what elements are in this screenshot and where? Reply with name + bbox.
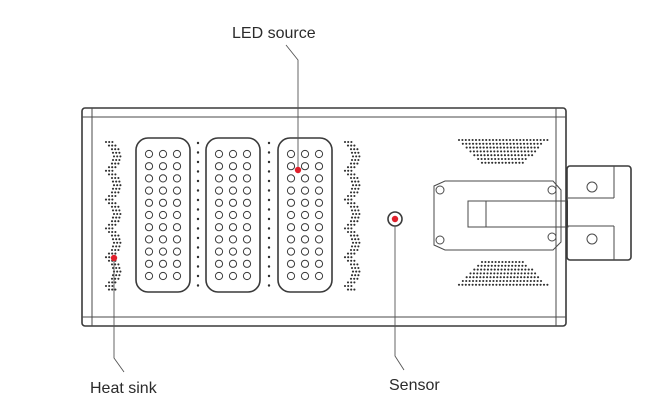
led-panel-right [277,137,333,293]
vent-dot-pattern-icon [343,140,361,291]
led-panel-left [135,137,191,293]
separator-dots [196,141,271,287]
vent-dot-pattern-icon [457,138,549,164]
lamp-housing [81,107,567,327]
led-panel-center [205,137,261,293]
callout-heat-sink: Heat sink [90,254,158,397]
led-circle-grid-icon [286,149,324,281]
callout-sensor: Sensor [389,226,440,394]
vent-dot-pattern-icon [104,140,122,291]
sensor-label: Sensor [389,377,440,394]
heat-sink-label: Heat sink [90,380,158,397]
vent-dot-pattern-icon [457,260,549,286]
led-source-label: LED source [232,25,316,42]
callout-led-source: LED source [232,25,316,174]
sensor-icon [387,211,403,227]
mounting-bracket-icon [433,165,632,261]
led-circle-grid-icon [214,149,252,281]
led-circle-grid-icon [144,149,182,281]
